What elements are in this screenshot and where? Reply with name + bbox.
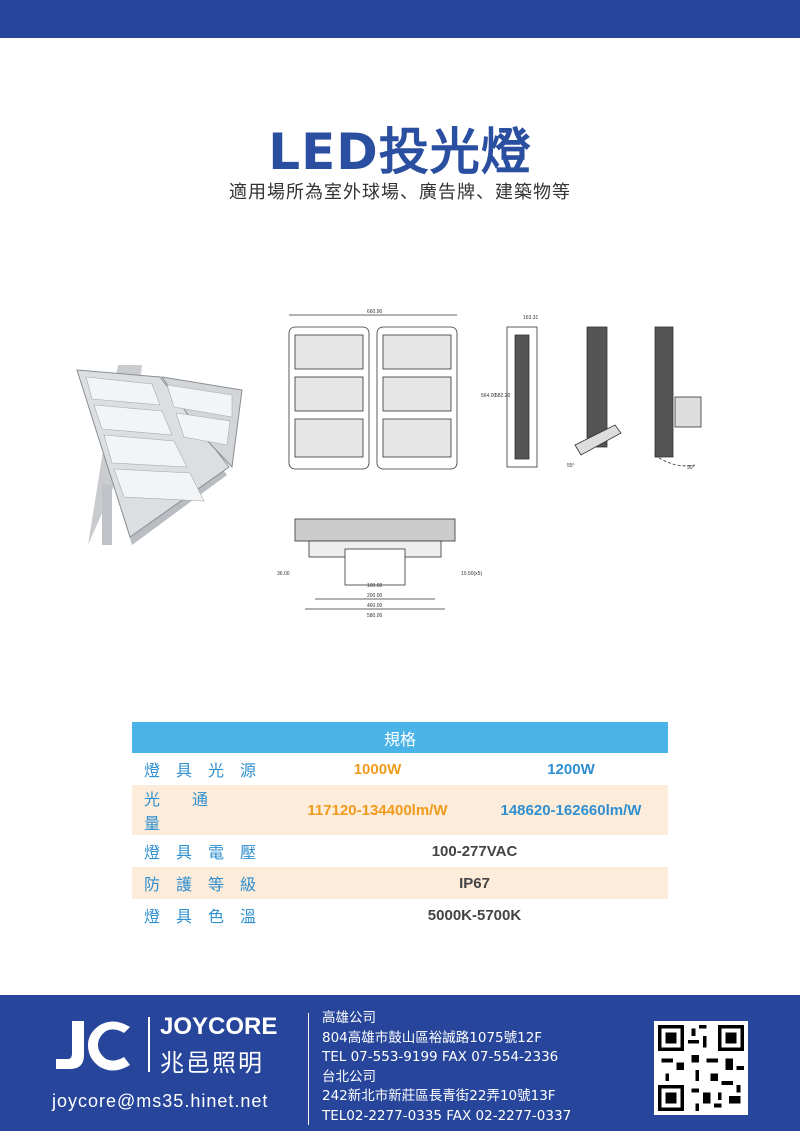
spec-label: 防護等級 (144, 875, 273, 894)
spec-row: 防護等級 IP67 (132, 867, 668, 899)
spec-label: 燈具色溫 (144, 907, 273, 926)
dim-36: 36.00 (277, 571, 290, 577)
footer-divider (308, 1013, 309, 1125)
kaohsiung-office-name: 高雄公司 (322, 1010, 376, 1026)
dimension-drawings: 660.90 163.31 564.00 582.20 55° 90° 36.0… (277, 309, 702, 619)
dim-angle-55: 55° (567, 463, 575, 469)
dim-580: 580.00 (367, 613, 383, 619)
email-link[interactable]: joycore@ms35.hinet.net (52, 1091, 269, 1111)
page-subtitle: 適用場所為室外球場、廣告牌、建築物等 (229, 182, 571, 203)
page-title: LED投光燈 (268, 123, 532, 181)
spec-label: 燈具光源 (144, 761, 273, 780)
dim-100: 100.00 (367, 583, 383, 589)
spec-row: 光通量 117120-134400lm/W 148620-162660lm/W (132, 785, 668, 835)
taipei-office-name: 台北公司 (322, 1068, 376, 1085)
dim-bracket: 10.50(x5) (461, 571, 482, 577)
dim-564: 564.00 (481, 393, 497, 399)
taipei-phone: TEL02-2277-0335 FAX 02-2277-0337 (322, 1107, 572, 1124)
dim-angle-90: 90° (687, 465, 695, 471)
kaohsiung-address: 804高雄市鼓山區裕誠路1075號12F (322, 1029, 543, 1046)
spec-value-ip: IP67 (459, 874, 490, 892)
brand-name-zh: 兆邑照明 (160, 1049, 264, 1077)
dim-460: 460.00 (367, 603, 383, 609)
kaohsiung-phone: TEL 07-553-9199 FAX 07-554-2336 (322, 1049, 559, 1065)
address-block: 高雄公司 804高雄市鼓山區裕誠路1075號12F TEL 07-553-919… (322, 1009, 571, 1126)
spec-value-flux-1000w: 117120-134400lm/W (307, 801, 448, 819)
brand-name-en: JOYCORE (160, 1013, 278, 1040)
qr-code-icon[interactable] (654, 1021, 748, 1115)
spec-label: 燈具電壓 (144, 843, 273, 862)
product-photo (76, 365, 243, 545)
spec-value-voltage: 100-277VAC (431, 842, 518, 860)
footer: JOYCORE 兆邑照明 joycore@ms35.hinet.net 高雄公司… (0, 995, 800, 1131)
taipei-address: 242新北市新莊區長青街22弄10號13F (322, 1088, 556, 1104)
dim-163: 163.31 (523, 315, 539, 321)
spec-row: 燈具電壓 100-277VAC (132, 835, 668, 867)
dim-200: 200.00 (367, 593, 383, 599)
spec-label: 光通量 (144, 790, 241, 833)
spec-row: 燈具光源 1000W 1200W (132, 753, 668, 785)
dim-582: 582.20 (495, 393, 511, 399)
brand-divider (148, 1017, 150, 1072)
spec-value-1200w: 1200W (547, 760, 595, 778)
top-banner (0, 0, 800, 38)
joycore-logo-icon (56, 1021, 130, 1071)
spec-row: 燈具色溫 5000K-5700K (132, 899, 668, 931)
spec-table: 規格 燈具光源 1000W 1200W 光通量 117120-134400lm/… (132, 722, 668, 931)
spec-value-flux-1200w: 148620-162660lm/W (500, 801, 642, 819)
spec-value-1000w: 1000W (353, 760, 402, 778)
dim-660: 660.90 (367, 309, 383, 315)
spec-value-cct: 5000K-5700K (427, 906, 522, 924)
spec-header: 規格 (132, 722, 668, 753)
